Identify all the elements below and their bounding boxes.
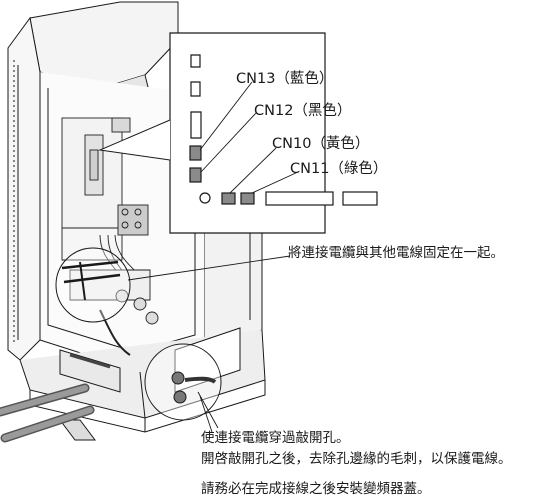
annotation-hole-line1: 使連接電纜穿過敲開孔。: [201, 430, 350, 446]
annotation-cover-note: 請務必在完成接線之後安裝變頻器蓋。: [201, 481, 431, 497]
annotation-hole-line2: 開啓敲開孔之後，去除孔邊緣的毛刺，以保護電線。: [201, 451, 512, 467]
label-cn12: CN12（黑色）: [254, 103, 352, 119]
label-cn10: CN10（黃色）: [272, 136, 370, 152]
annotation-leaders: [199, 395, 213, 433]
annotation-fix-cable: 將連接電纜與其他電線固定在一起。: [288, 245, 504, 261]
label-cn11: CN11（綠色）: [290, 161, 388, 177]
cable-tie-detail: [55, 247, 291, 323]
knockout-hole-detail: [144, 343, 222, 429]
inverter-board: [61, 117, 159, 356]
refrigerant-pipes: [0, 383, 95, 443]
connector-inset: [98, 32, 378, 234]
label-cn13: CN13（藍色）: [236, 71, 334, 87]
